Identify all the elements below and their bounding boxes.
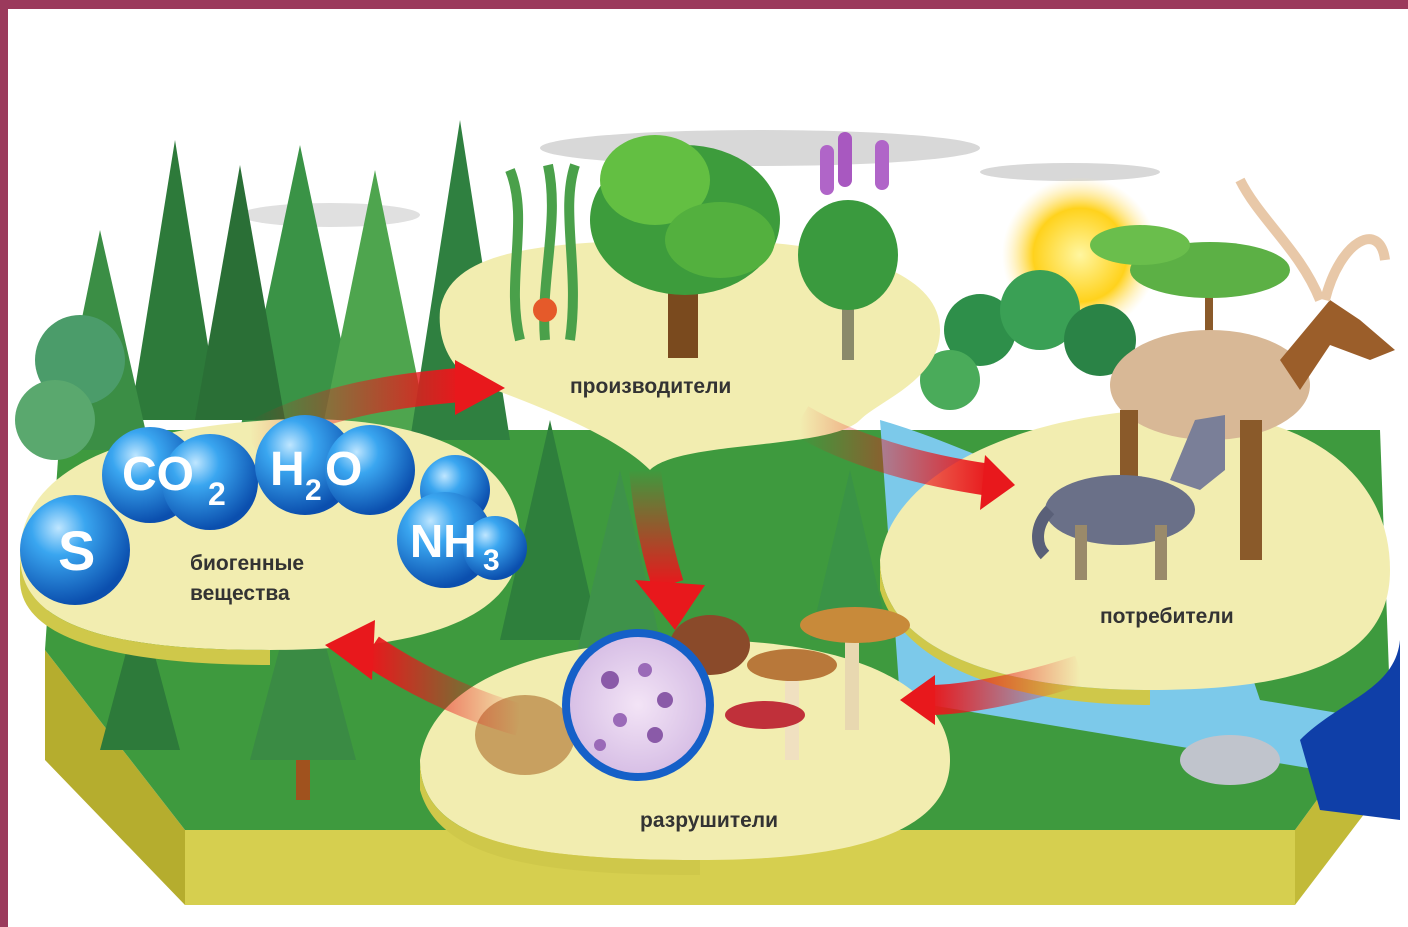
molecule-s: S xyxy=(20,495,130,605)
producers-label: производители xyxy=(570,375,731,398)
svg-text:S: S xyxy=(58,519,95,582)
svg-text:CO: CO xyxy=(122,448,194,501)
bacteria-icon xyxy=(562,629,714,781)
molecule-co2: CO 2 xyxy=(102,427,258,530)
svg-text:O: O xyxy=(325,443,362,496)
svg-text:NH: NH xyxy=(410,515,476,567)
svg-text:3: 3 xyxy=(483,544,500,577)
svg-text:2: 2 xyxy=(208,476,226,512)
nutrients-label-line1: биогенные xyxy=(190,552,304,575)
decomposers-label: разрушители xyxy=(640,809,778,832)
svg-text:2: 2 xyxy=(305,474,322,507)
nutrients-label-line2: вещества xyxy=(190,582,290,605)
consumers-label: потребители xyxy=(1100,605,1234,628)
svg-text:H: H xyxy=(270,443,305,496)
rock-icon xyxy=(1180,735,1280,785)
